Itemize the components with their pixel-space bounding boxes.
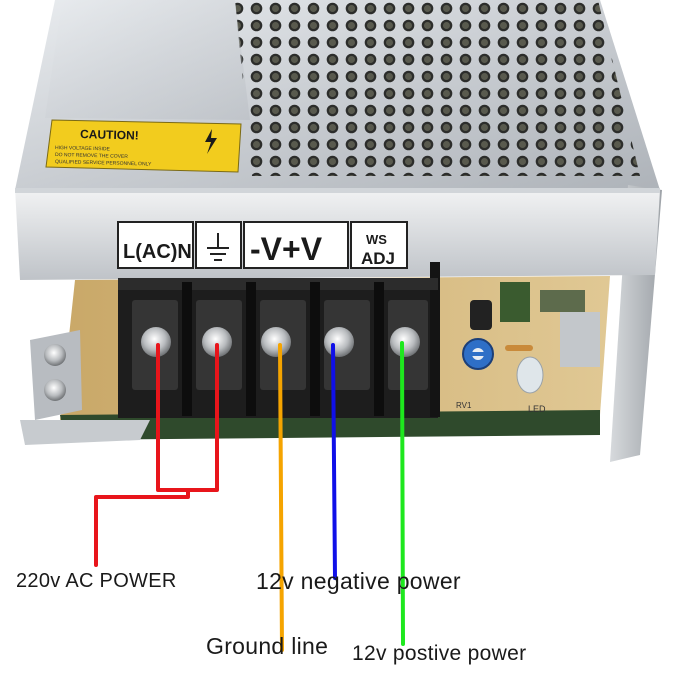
pot-label: RV1 — [456, 401, 472, 410]
ac-power-caption: 220v AC POWER — [16, 570, 177, 592]
lightning-icon — [205, 129, 217, 154]
mounting-bracket — [20, 330, 150, 445]
positive-wire — [400, 341, 405, 646]
label-adjust-ws: WS — [366, 232, 387, 247]
negative-power-caption: 12v negative power — [256, 568, 461, 594]
label-adjust-adj: ADJ — [361, 249, 395, 268]
label-dc — [243, 221, 349, 269]
label-ac-text: L(AC)N — [123, 241, 192, 263]
caution-line-2: DO NOT REMOVE THE COVER — [55, 152, 128, 160]
label-dc-text: -V+V — [250, 231, 323, 267]
caution-sticker: CAUTION! HIGH VOLTAGE INSIDE DO NOT REMO… — [45, 119, 242, 173]
led-indicator — [516, 356, 544, 394]
ac-wire-lead — [94, 488, 190, 567]
positive-power-caption: 12v postive power — [352, 642, 527, 665]
terminal-label-strip: L(AC)N -V+V WS ADJ — [117, 221, 408, 269]
caution-title: CAUTION! — [80, 127, 139, 143]
earth-ground-icon — [207, 233, 229, 261]
caution-line-1: HIGH VOLTAGE INSIDE — [55, 145, 111, 152]
led-label: LED — [528, 404, 546, 414]
label-adjust — [350, 221, 408, 269]
ground-line-caption: Ground line — [206, 633, 329, 659]
label-ac — [117, 221, 194, 269]
ground-wire — [278, 343, 284, 652]
negative-wire — [331, 343, 337, 580]
wiring — [94, 341, 405, 652]
caution-line-3: QUALIFIED SERVICE PERSONNEL ONLY — [55, 159, 152, 168]
